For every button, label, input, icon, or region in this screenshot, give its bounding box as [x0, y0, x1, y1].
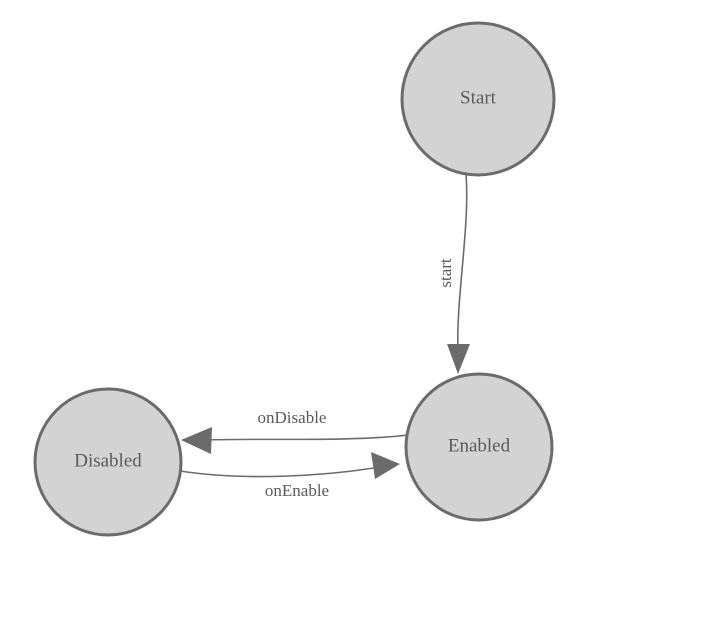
state-node-circle	[400, 21, 556, 177]
state-node-circle	[404, 372, 554, 522]
arrowhead-icon	[371, 452, 400, 479]
state-node-start[interactable]: Start	[400, 21, 556, 177]
edge-label-on-disable: onDisable	[258, 408, 327, 427]
state-node-disabled[interactable]: Disabled	[33, 387, 183, 537]
arrowhead-icon	[447, 344, 470, 374]
edge-line	[457, 174, 468, 349]
edge-line	[179, 467, 375, 478]
edges-layer: start onDisable onEnable	[179, 174, 470, 500]
edge-label-start: start	[436, 258, 455, 288]
nodes-layer: Start Disabled Enabled	[33, 21, 556, 537]
edge-line	[204, 434, 409, 441]
edge-start-to-enabled[interactable]: start	[436, 174, 470, 374]
edge-label-on-enable: onEnable	[265, 481, 329, 500]
state-node-label: Disabled	[74, 450, 142, 471]
arrowhead-icon	[181, 427, 212, 454]
state-node-label: Start	[460, 87, 497, 108]
edge-disabled-to-enabled[interactable]: onEnable	[179, 452, 400, 500]
state-node-label: Enabled	[448, 435, 511, 456]
edge-enabled-to-disabled[interactable]: onDisable	[181, 408, 409, 454]
state-node-circle	[33, 387, 183, 537]
state-node-enabled[interactable]: Enabled	[404, 372, 554, 522]
